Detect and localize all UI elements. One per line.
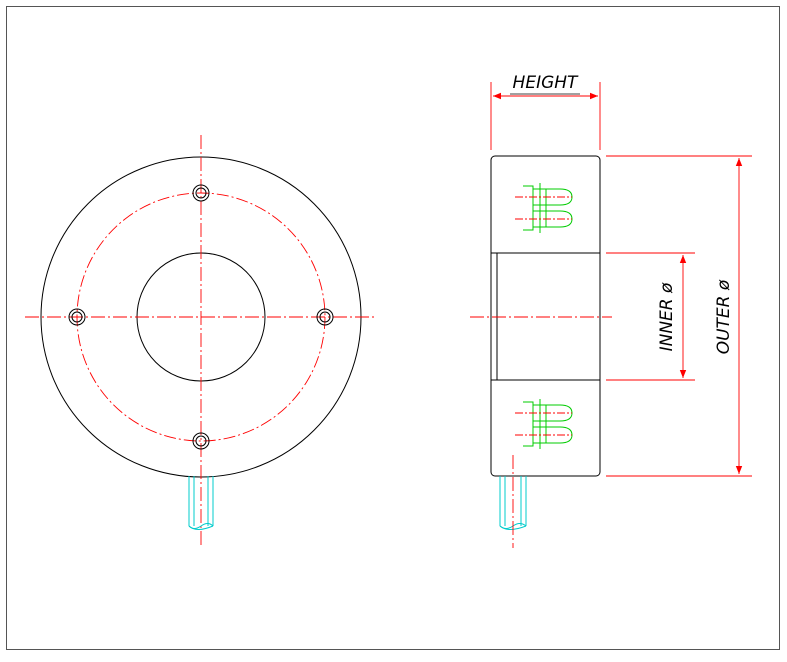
height-dimension: HEIGHT (490, 73, 601, 150)
height-label: HEIGHT (513, 73, 579, 93)
mounting-hole-bottom (192, 432, 210, 450)
outer-diameter-dimension: OUTER ø (606, 155, 752, 477)
outer-diameter-label: OUTER ø (714, 279, 734, 354)
led-group-top (515, 183, 573, 233)
cable-front-view (188, 476, 214, 530)
mounting-hole-top (192, 184, 210, 202)
side-body-outline (490, 155, 601, 477)
side-view (470, 155, 612, 548)
inner-diameter-label: INNER ø (657, 282, 677, 351)
drawing-frame (6, 6, 780, 650)
inner-diameter-dimension: INNER ø (606, 252, 695, 381)
mounting-hole-right (316, 308, 334, 326)
led-group-bottom (515, 399, 573, 449)
mounting-hole-left (68, 308, 86, 326)
front-view (25, 135, 377, 548)
